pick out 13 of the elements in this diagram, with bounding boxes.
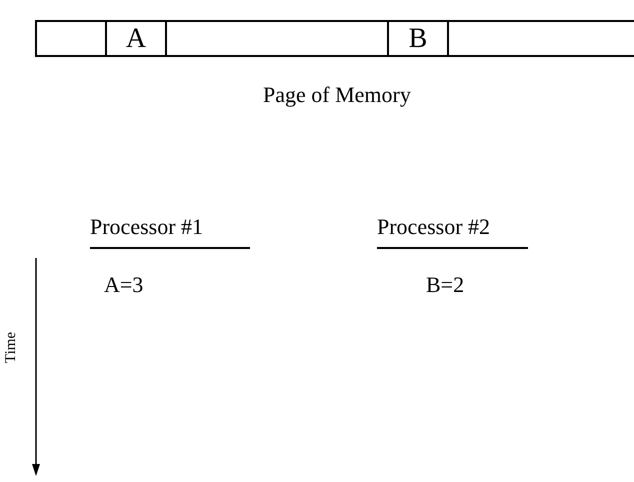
axis-label: Time [3, 332, 20, 364]
memory-cell [447, 20, 634, 57]
variable-name: B [408, 22, 428, 54]
memory-cell [387, 20, 447, 57]
memory-cell [35, 20, 105, 57]
cell-value: B=2 [426, 272, 464, 298]
cell-value: A=3 [104, 272, 144, 298]
memory-cell [165, 20, 387, 57]
memory-cell [105, 20, 165, 57]
caption: Page of Memory [263, 82, 411, 108]
column-heading: Processor #1 [90, 214, 204, 240]
column-heading: Processor #2 [377, 214, 492, 240]
variable-name: A [126, 22, 146, 54]
